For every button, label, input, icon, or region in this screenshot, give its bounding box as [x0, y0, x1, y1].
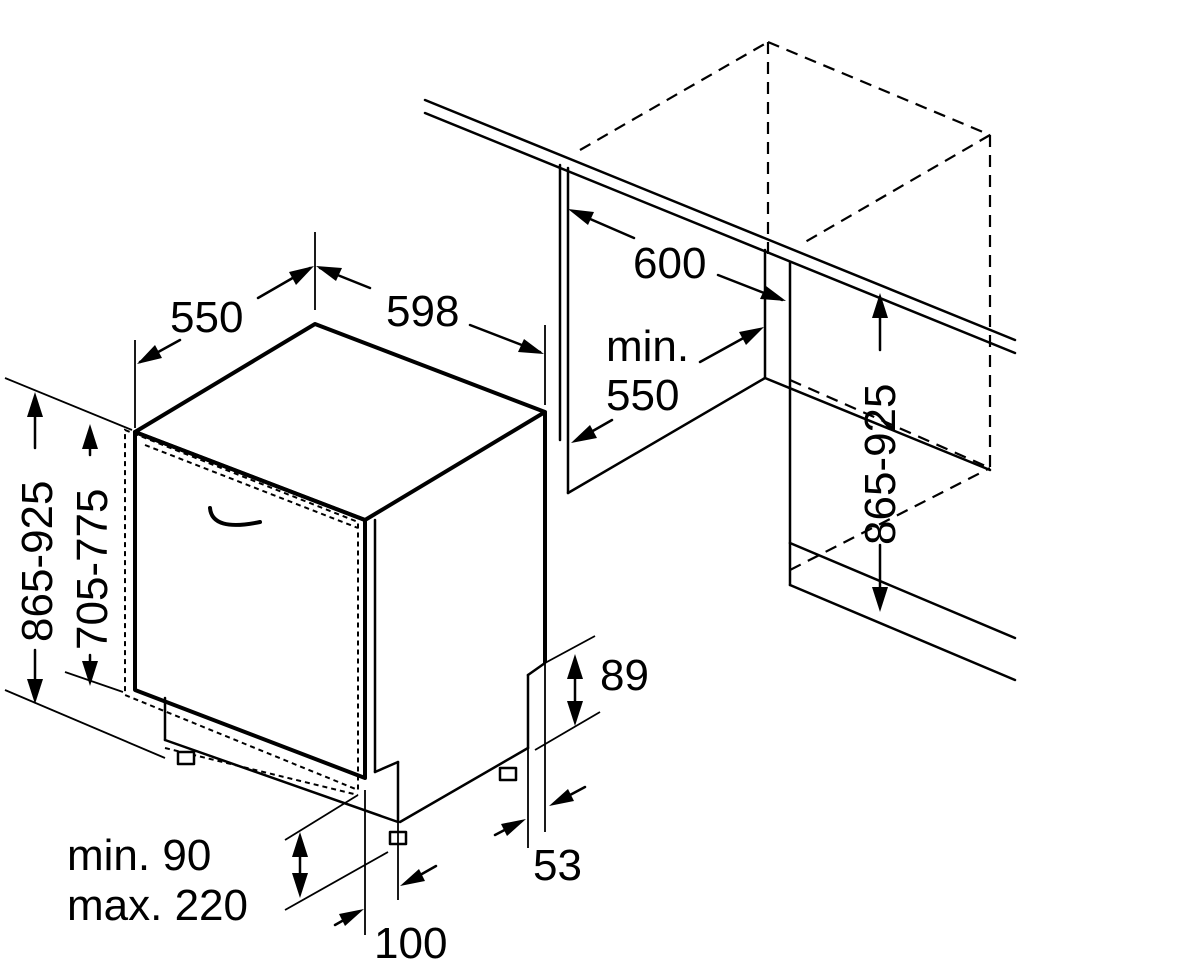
niche-depth-dimension: min. 550	[571, 322, 764, 443]
door-offset-label: 100	[374, 919, 447, 965]
door-height-dimension: 705-775	[64, 424, 124, 693]
door-height-label: 705-775	[68, 489, 117, 650]
appliance-height-label: 865-925	[13, 481, 62, 642]
plinth-depth-label: 53	[533, 841, 582, 890]
plinth-height-label-line1: min. 90	[67, 831, 211, 880]
plinth-gap-label: 89	[600, 651, 649, 700]
depth-dimension: 550	[134, 232, 316, 428]
plinth-height-dimension: min. 90 max. 220	[67, 794, 389, 930]
niche-cabinet	[423, 40, 1017, 682]
worktop-edge-bottom	[423, 111, 1017, 355]
worktop-edge-top	[423, 98, 1017, 342]
dishwasher	[124, 322, 547, 846]
plinth-depth-dimension: 53	[493, 663, 587, 890]
niche-width-dimension: 600	[568, 209, 786, 302]
niche-width-label: 600	[633, 239, 706, 288]
width-label: 598	[386, 287, 459, 336]
niche-height-label: 865-925	[856, 384, 905, 545]
width-dimension: 598	[316, 266, 546, 405]
door-offset-dimension: 100	[333, 790, 447, 965]
plinth-gap-dimension: 89	[534, 635, 649, 751]
niche-height-dimension: 865-925	[856, 293, 905, 612]
niche-depth-label-line1: min.	[606, 322, 689, 371]
appliance-height-dimension: 865-925	[4, 377, 166, 759]
plinth-height-label-line2: max. 220	[67, 881, 248, 930]
depth-label: 550	[170, 293, 243, 342]
niche-depth-label-line2: 550	[606, 371, 679, 420]
